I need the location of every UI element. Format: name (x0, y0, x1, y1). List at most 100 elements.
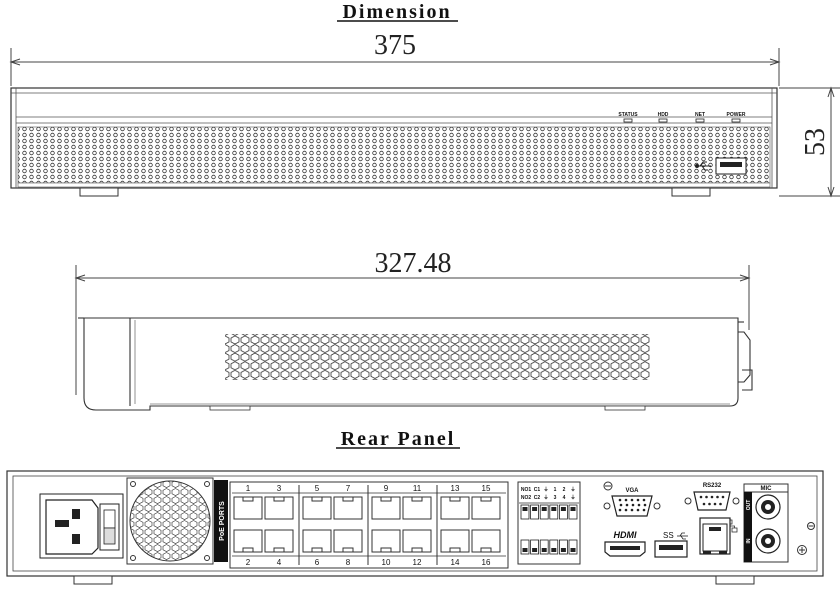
alarm-terminal-label: 1 (554, 487, 557, 493)
depth-dimension-line (74, 265, 751, 395)
rj45-port (264, 496, 294, 520)
rj45-port (233, 496, 263, 520)
rj45-port (402, 496, 432, 520)
rj45-port (471, 496, 501, 520)
poe-port-number-top: 9 (384, 484, 389, 493)
alarm-terminal-label: ⏚ (543, 486, 548, 493)
rj45-port (302, 496, 332, 520)
alarm-terminal (530, 539, 539, 555)
mic-out-label: OUT (746, 500, 752, 511)
alarm-terminal-label: ⏚ (543, 494, 548, 501)
rj45-port (371, 496, 401, 520)
indicator-hdd-label: HDD (658, 112, 669, 118)
alarm-terminal (530, 504, 539, 520)
alarm-terminal-label: ⏚ (570, 494, 575, 501)
poe-port-number-bottom: 16 (482, 558, 491, 567)
rs232-label: RS232 (703, 483, 722, 489)
height-value: 53 (800, 128, 831, 156)
poe-port-number-top: 7 (346, 484, 351, 493)
rj45-port (333, 529, 363, 553)
usb-icon-rear (677, 532, 688, 540)
usb-ss-label: SS (663, 531, 674, 540)
width-dimension-line (9, 48, 781, 86)
poe-port-block (229, 481, 509, 569)
hdmi-label: HDMI (614, 530, 637, 540)
poe-port-number-bottom: 4 (277, 558, 282, 567)
ground-screw-icon (603, 481, 613, 491)
vga-label: VGA (625, 488, 639, 494)
indicator-power-led (731, 118, 741, 123)
front-foot-left (79, 187, 119, 197)
vga-port (603, 495, 661, 517)
poe-port-number-top: 1 (246, 484, 251, 493)
indicator-status-label: STATUS (618, 112, 638, 118)
front-vent-grille (17, 126, 771, 184)
rj45-port (440, 529, 470, 553)
alarm-terminal (539, 539, 549, 555)
mic-in-label: IN (746, 538, 752, 543)
alarm-terminal (568, 504, 578, 520)
indicator-hdd-led (658, 118, 668, 123)
poe-port-number-top: 13 (451, 484, 460, 493)
poe-rj45-ports (232, 485, 506, 565)
side-view (78, 317, 753, 411)
mic-audio-ports (743, 483, 789, 563)
alarm-terminal-label: ⏚ (570, 486, 575, 493)
alarm-terminal-label: NO2 (521, 495, 532, 501)
mic-label: MIC (761, 486, 773, 492)
indicator-power-label: POWER (727, 112, 746, 118)
alarm-terminal (549, 504, 559, 520)
fan-grille (126, 477, 214, 565)
front-view: STATUS HDD NET POWER (10, 87, 778, 197)
alarm-terminal-label: 2 (563, 487, 566, 493)
alarm-terminal-label: 3 (554, 495, 557, 501)
alarm-terminal (549, 539, 559, 555)
alarm-terminal (559, 539, 568, 555)
indicator-status-led (623, 118, 633, 123)
width-value: 375 (374, 30, 416, 61)
alarm-terminal (520, 504, 530, 520)
rear-screw-icons (797, 522, 815, 555)
rj45-port (402, 529, 432, 553)
rear-panel-title: Rear Panel (341, 428, 456, 450)
poe-port-number-top: 11 (413, 484, 422, 493)
poe-port-number-top: 5 (315, 484, 320, 493)
poe-port-number-bottom: 12 (413, 558, 422, 567)
power-switch (99, 503, 120, 551)
alarm-terminal-label: C1 (534, 487, 541, 493)
height-dimension-line (779, 86, 840, 198)
poe-port-number-bottom: 8 (346, 558, 351, 567)
rj45-port (371, 529, 401, 553)
alarm-terminal-label: C2 (534, 495, 541, 501)
alarm-terminal (568, 539, 578, 555)
rj45-port (471, 529, 501, 553)
lan-port (699, 517, 731, 555)
poe-port-number-bottom: 14 (451, 558, 460, 567)
poe-port-number-bottom: 2 (246, 558, 251, 567)
poe-port-number-top: 15 (482, 484, 491, 493)
alarm-terminal-label: 4 (563, 495, 566, 501)
alarm-terminal (539, 504, 549, 520)
rj45-port (440, 496, 470, 520)
rj45-port (264, 529, 294, 553)
alarm-terminal-label: NO1 (521, 487, 532, 493)
indicator-net-label: NET (695, 112, 705, 118)
dimension-title: Dimension (342, 1, 451, 23)
alarm-terminal (520, 539, 530, 555)
front-foot-right (671, 187, 711, 197)
poe-port-number-bottom: 10 (382, 558, 391, 567)
side-vent-grille (225, 334, 650, 380)
rs232-port (684, 491, 740, 511)
hdmi-port (604, 541, 646, 557)
rj45-port (302, 529, 332, 553)
rj45-port (233, 529, 263, 553)
usb-icon (695, 161, 711, 171)
alarm-terminal (559, 504, 568, 520)
poe-ports-label: PoE PORTS (219, 501, 226, 541)
depth-value: 327.48 (375, 248, 452, 279)
usb-port-rear (654, 540, 688, 558)
poe-port-number-top: 3 (277, 484, 282, 493)
